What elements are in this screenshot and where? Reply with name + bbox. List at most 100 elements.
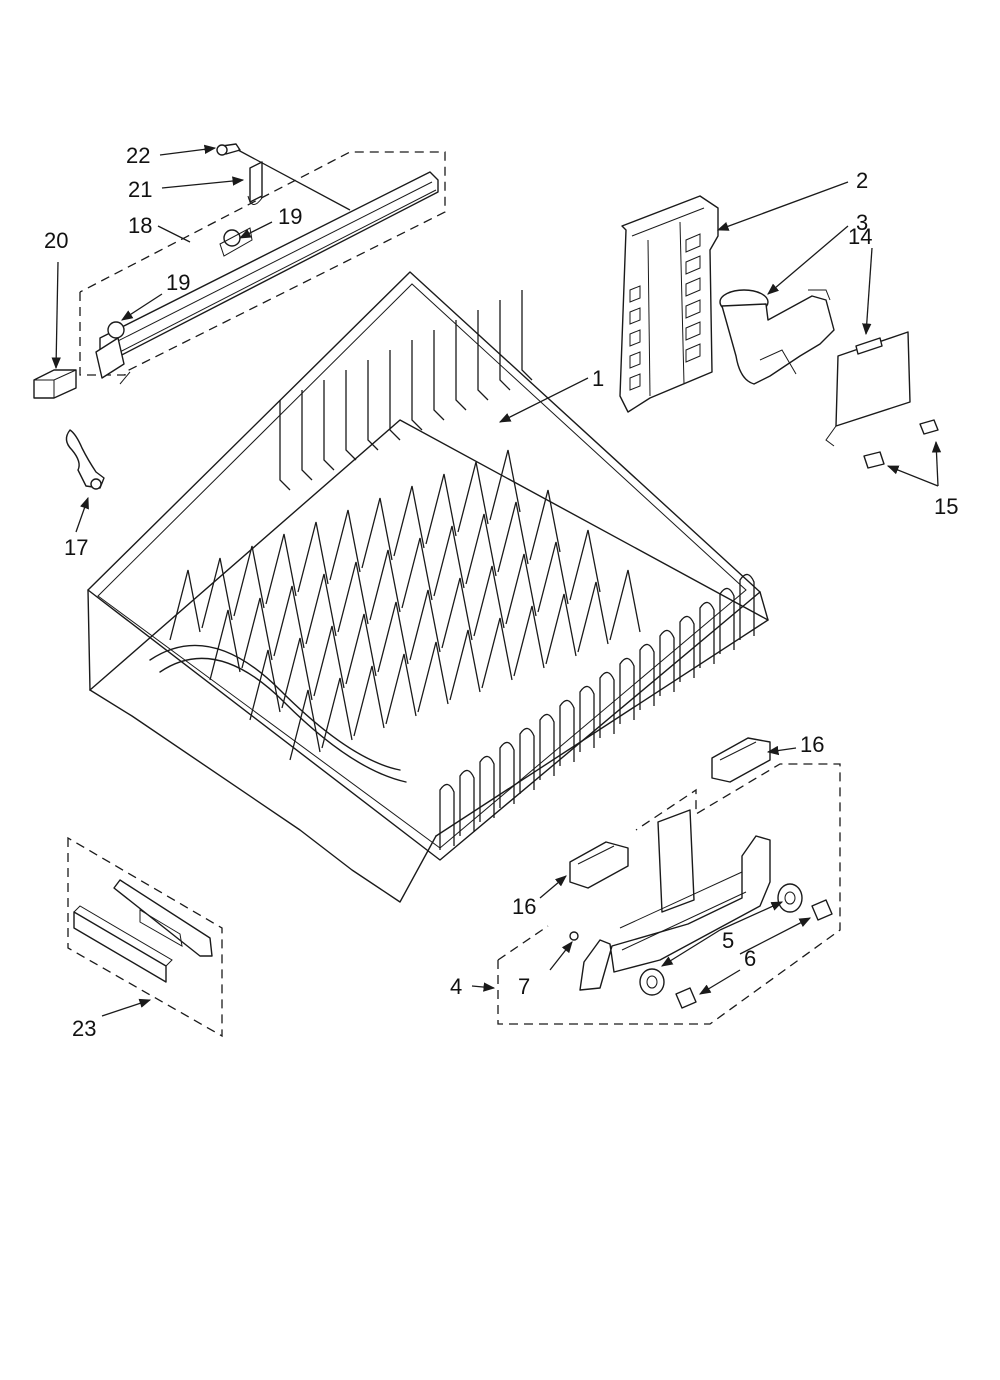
rack-front-loop <box>639 643 655 710</box>
rack-tine <box>241 597 273 669</box>
rack-front-loop <box>499 741 515 808</box>
rack-tine <box>329 509 361 581</box>
housing-slot <box>685 233 701 253</box>
rack-tine <box>425 473 457 545</box>
rack-front-loop <box>739 573 755 640</box>
rack-back-wire <box>455 320 467 411</box>
leader-lines <box>51 144 942 1017</box>
rail-assembly <box>79 143 446 385</box>
rack-front-loop <box>519 727 535 794</box>
rack-tine <box>393 485 425 557</box>
rack-tine <box>297 521 329 593</box>
rack-tine <box>513 605 545 677</box>
callout-7: 7 <box>518 974 531 999</box>
callout-22: 22 <box>126 143 151 168</box>
rack-tine <box>609 569 641 641</box>
rack-tine <box>345 613 377 685</box>
rack-back-wire <box>301 390 313 481</box>
housing-slot <box>629 307 641 325</box>
callout-23: 23 <box>72 1016 97 1041</box>
rack-tine <box>337 561 369 633</box>
rack-tine <box>417 641 449 713</box>
rack-tine <box>361 497 393 569</box>
part-2-housing <box>619 195 719 413</box>
rack-tine <box>473 565 505 637</box>
callout-4: 4 <box>450 974 463 999</box>
rack-back-wire <box>499 300 511 391</box>
rack-tine <box>201 557 233 629</box>
callout-1: 1 <box>592 366 605 391</box>
rack-tine <box>369 549 401 621</box>
rack-front-loop <box>679 615 695 682</box>
rack-back-wire <box>389 350 401 441</box>
rack-tine <box>313 625 345 697</box>
callout-2: 2 <box>856 168 869 193</box>
housing-slot <box>685 255 701 275</box>
housing-slot <box>629 373 641 391</box>
callout-21: 21 <box>128 177 153 202</box>
rack-front-loop <box>559 699 575 766</box>
housing-slot <box>629 329 641 347</box>
rack-tine <box>545 593 577 665</box>
rack-tine <box>305 573 337 645</box>
housing-slot <box>629 285 641 303</box>
rack-tine <box>233 545 265 617</box>
rack-tine <box>289 689 321 761</box>
rack-tine <box>481 617 513 689</box>
rack-tine <box>385 653 417 725</box>
rack-front-loop <box>719 587 735 654</box>
rack-tine <box>265 533 297 605</box>
rack-back-wire <box>521 290 533 381</box>
carriage-assembly <box>497 763 841 1025</box>
callout-5: 5 <box>722 928 735 953</box>
callout-3: 3 <box>856 210 869 235</box>
rack-back-wire <box>433 330 445 421</box>
rack-tine <box>537 541 569 613</box>
part-14-cover <box>825 331 939 469</box>
callout-19-upper: 19 <box>278 204 303 229</box>
part-17-stop <box>65 429 105 490</box>
callout-6: 6 <box>744 946 757 971</box>
rack-front-loop <box>579 685 595 752</box>
housing-slot <box>685 343 701 363</box>
rack-front-loop <box>659 629 675 696</box>
rack-tine <box>489 449 521 521</box>
rack-front-loop <box>619 657 635 724</box>
callout-14: 14 <box>848 224 873 249</box>
part-23-bumper <box>67 836 223 1038</box>
rack-tine <box>505 553 537 625</box>
rack-tine <box>433 525 465 597</box>
rack-tine <box>441 577 473 649</box>
housing-slot <box>685 299 701 319</box>
rack-front-loop <box>479 755 495 822</box>
callout-16-right: 16 <box>800 732 825 757</box>
rack-back-wire <box>411 340 423 431</box>
callout-15: 15 <box>934 494 959 519</box>
part-20-end-cap <box>33 369 77 399</box>
rack-tine <box>249 649 281 721</box>
rack-front-loop <box>439 783 455 850</box>
rack-back-wire <box>367 360 379 451</box>
rack-tine <box>529 489 561 561</box>
rack-tine <box>281 637 313 709</box>
rack-back-wire <box>477 310 489 401</box>
part-16-clips <box>569 737 771 889</box>
rack-tine <box>409 589 441 661</box>
rack-back-wire <box>279 400 291 491</box>
rack-tine <box>169 569 201 641</box>
housing-slot <box>629 351 641 369</box>
callout-20: 20 <box>44 228 69 253</box>
rack-tine <box>401 537 433 609</box>
callout-18: 18 <box>128 213 153 238</box>
rack-tine <box>457 461 489 533</box>
rack-tine <box>321 677 353 749</box>
rack-tine <box>465 513 497 585</box>
rack-tine <box>273 585 305 657</box>
rack-tine <box>569 529 601 601</box>
rack-tine <box>577 581 609 653</box>
rack-front-loop <box>539 713 555 780</box>
rack-front-loop <box>599 671 615 738</box>
rack-tine <box>497 501 529 573</box>
rack-tine <box>377 601 409 673</box>
part-3-diverter <box>719 289 835 385</box>
